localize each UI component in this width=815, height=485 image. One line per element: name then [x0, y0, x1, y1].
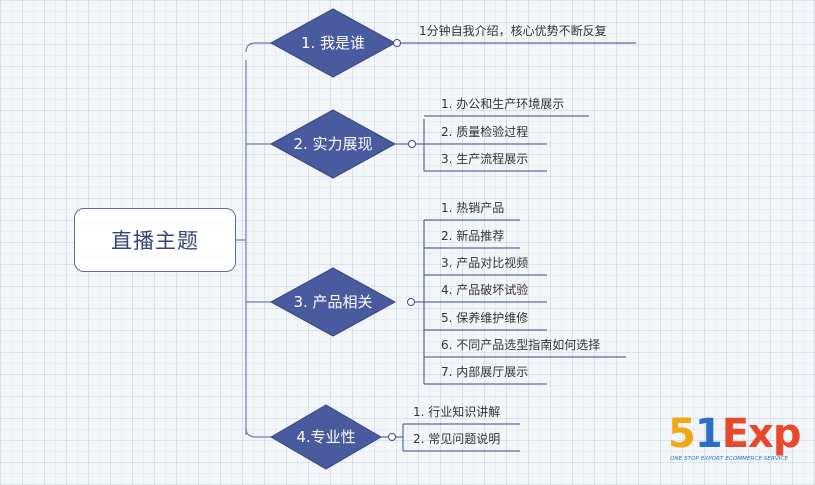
branch-2-collapse-circle	[408, 140, 416, 148]
leaf-showroom[interactable]: 7. 内部展厅展示	[441, 365, 529, 379]
branch-3-collapse-circle	[407, 298, 415, 306]
branch-4-collapse-circle	[388, 433, 396, 441]
branch-1-label[interactable]: 1. 我是谁	[300, 34, 366, 52]
branch-2-label[interactable]: 2. 实力展现	[293, 135, 373, 153]
brand-logo-tagline: ONE STOP EXPORT ECOMMERCE SERVICE	[670, 456, 789, 462]
leaf-destructive-test[interactable]: 4. 产品破坏试验	[441, 283, 529, 297]
leaf-self-intro[interactable]: 1分钟自我介绍，核心优势不断反复	[419, 24, 607, 38]
leaf-selection-guide[interactable]: 6. 不同产品选型指南如何选择	[441, 338, 601, 352]
brand-logo: 51Exp ONE STOP EXPORT ECOMMERCE SERVICE	[668, 412, 808, 472]
leaf-hot-products[interactable]: 1. 热销产品	[441, 201, 505, 215]
branch-1-collapse-circle	[393, 39, 401, 47]
branch-diamond-3	[269, 267, 397, 337]
brand-logo-wordmark: 51Exp	[668, 411, 801, 457]
leaf-faq[interactable]: 2. 常见问题说明	[413, 432, 501, 446]
branch-4-label[interactable]: 4.专业性	[296, 428, 356, 446]
leaf-maintenance[interactable]: 5. 保养维护维修	[441, 311, 529, 325]
leaf-industry-knowledge[interactable]: 1. 行业知识讲解	[413, 405, 501, 419]
leaf-product-comparison-video[interactable]: 3. 产品对比视频	[441, 256, 529, 270]
leaf-office-production-env[interactable]: 1. 办公和生产环境展示	[441, 97, 565, 111]
leaf-quality-inspection[interactable]: 2. 质量检验过程	[441, 125, 529, 139]
branch-3-label[interactable]: 3. 产品相关	[293, 293, 373, 311]
leaf-production-process[interactable]: 3. 生产流程展示	[441, 152, 529, 166]
root-topic[interactable]: 直播主题	[74, 208, 236, 272]
leaf-new-products[interactable]: 2. 新品推荐	[441, 229, 505, 243]
